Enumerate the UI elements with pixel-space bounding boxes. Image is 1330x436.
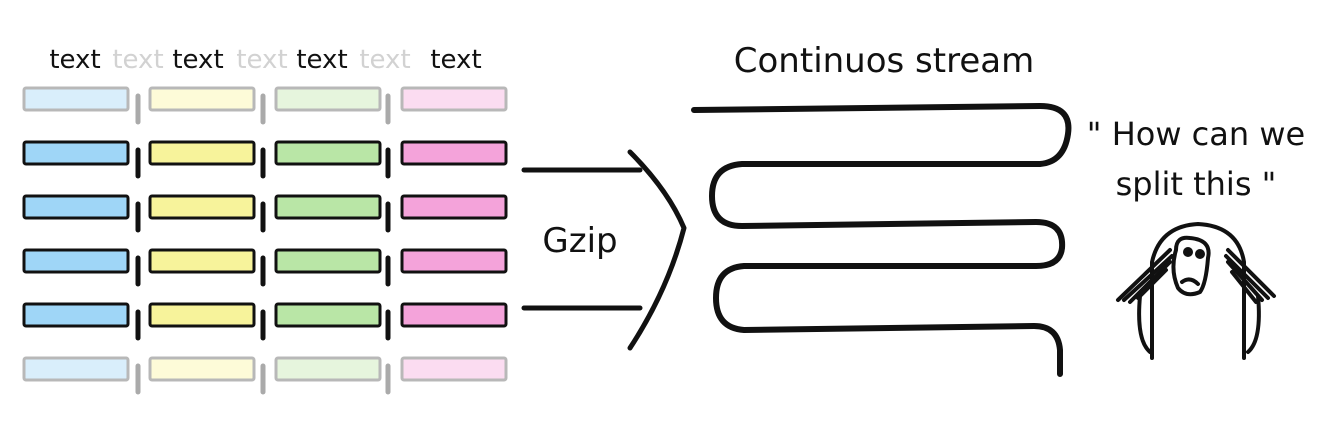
record-cell [274, 86, 382, 112]
column-header: text [172, 45, 223, 75]
record-cell [274, 194, 382, 220]
column-header: text [296, 45, 347, 75]
record-cell [148, 86, 256, 112]
record-cell [22, 302, 130, 328]
record-cell [400, 140, 508, 166]
worried-character-icon [1116, 222, 1276, 360]
record-cell [400, 356, 508, 382]
gzip-label: Gzip [542, 221, 617, 261]
record-cell [274, 302, 382, 328]
record-cell [148, 302, 256, 328]
record-cell [274, 248, 382, 274]
arrow-head [627, 149, 687, 351]
record-cell [400, 302, 508, 328]
record-cell [400, 86, 508, 112]
column-header-faded: text [112, 45, 163, 75]
record-cell [148, 140, 256, 166]
quote-line-1: " How can we [1087, 115, 1305, 153]
column-header: text [49, 45, 100, 75]
record-cell [22, 86, 130, 112]
record-grid [22, 86, 508, 395]
column-header-faded: text [236, 45, 287, 75]
record-cell [274, 356, 382, 382]
record-cell [22, 140, 130, 166]
quote-line-2: split this " [1116, 165, 1277, 203]
column-header-faded: text [359, 45, 410, 75]
record-cell [274, 140, 382, 166]
record-cell [22, 194, 130, 220]
record-cell [148, 248, 256, 274]
gzip-arrow [521, 149, 687, 351]
column-header: text [430, 45, 481, 75]
column-headers: text text text text text text text [49, 45, 481, 75]
continuous-stream-line [691, 103, 1072, 377]
record-cell [22, 356, 130, 382]
record-cell [400, 194, 508, 220]
record-cell [148, 194, 256, 220]
record-cell [148, 356, 256, 382]
stream-title: Continuos stream [734, 41, 1034, 81]
record-cell [400, 248, 508, 274]
record-cell [22, 248, 130, 274]
